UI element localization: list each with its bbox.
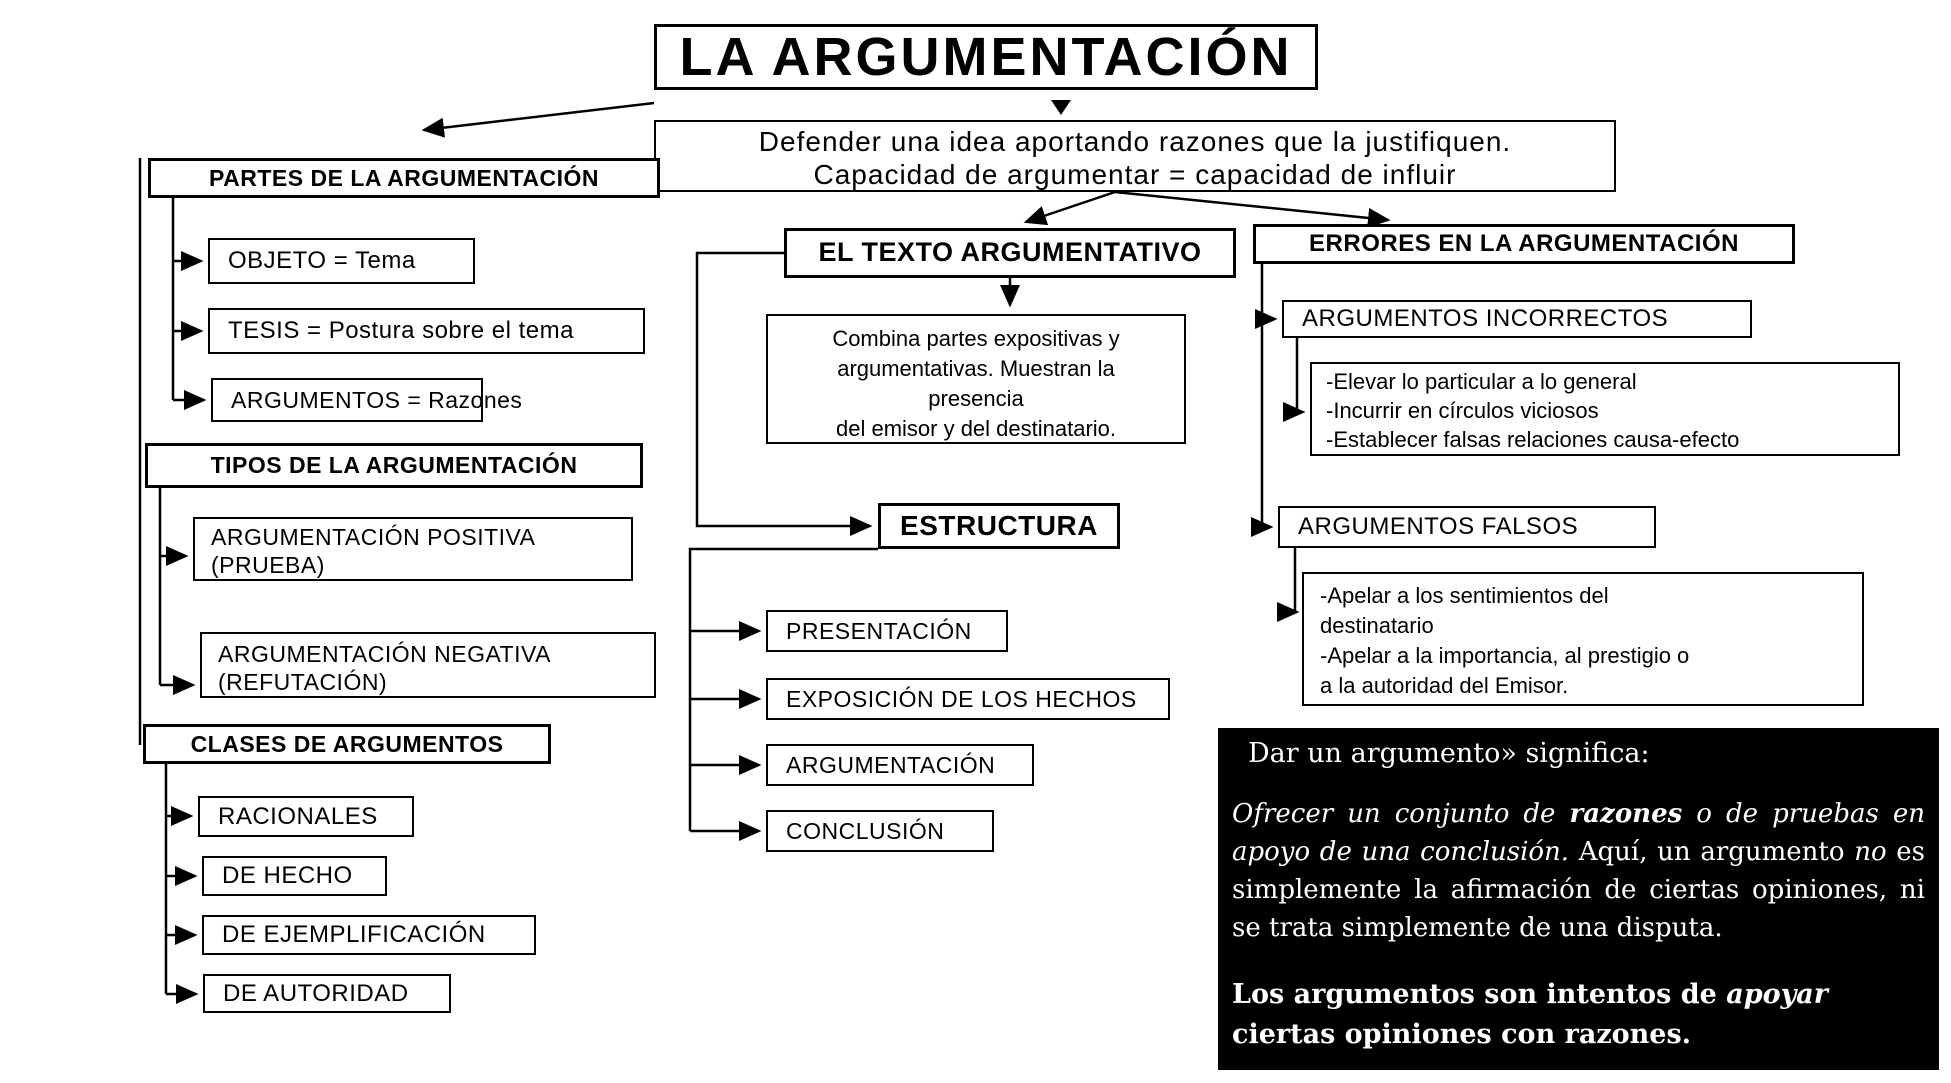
conclusion-box: CONCLUSIÓN [766, 810, 994, 852]
errores-header: ERRORES EN LA ARGUMENTACIÓN [1309, 230, 1739, 258]
racionales-box: RACIONALES [198, 796, 414, 837]
clases-branches [164, 764, 199, 1004]
tipos-header-box: TIPOS DE LA ARGUMENTACIÓN [145, 443, 643, 488]
quote-conclusion-seg-3: ciertas opiniones con razones. [1232, 1019, 1692, 1050]
argumentos-label: ARGUMENTOS = Razones [231, 386, 523, 413]
incorrectos-item-3: -Establecer falsas relaciones causa-efec… [1326, 427, 1740, 452]
texto-argumentativo-box: EL TEXTO ARGUMENTATIVO [784, 228, 1236, 278]
estructura-header: ESTRUCTURA [900, 509, 1098, 541]
argumentos-incorrectos-label: ARGUMENTOS INCORRECTOS [1302, 305, 1669, 333]
quote-body-seg-6: es simplemente la afirmación de ciertas … [1232, 837, 1926, 943]
de-autoridad-label: DE AUTORIDAD [223, 979, 409, 1007]
quote-body: Ofrecer un conjunto de razones o de prue… [1232, 795, 1925, 947]
definition-line-2: Capacidad de argumentar = capacidad de i… [813, 159, 1457, 190]
quote-conclusion-seg-1: Los argumentos son intentos de [1232, 979, 1727, 1010]
tesis-box: TESIS = Postura sobre el tema [208, 308, 645, 354]
argumentacion-negativa-box: ARGUMENTACIÓN NEGATIVA (REFUTACIÓN) [200, 632, 656, 698]
quote-body-seg-3: o de pruebas en apoyo de una conclusión. [1232, 799, 1925, 867]
quote-heading: Dar un argumento» significa: [1248, 738, 1650, 769]
quote-conclusion-seg-2: apoyar [1726, 979, 1829, 1010]
quote-body-seg-4: Aquí, un argumento [1569, 837, 1855, 867]
de-hecho-label: DE HECHO [222, 862, 353, 890]
texto-desc-line-2: argumentativas. Muestran la [837, 356, 1115, 381]
de-ejemplificacion-box: DE EJEMPLIFICACIÓN [202, 915, 536, 955]
positiva-line-1: ARGUMENTACIÓN POSITIVA [211, 524, 536, 550]
negativa-line-2: (REFUTACIÓN) [218, 669, 388, 695]
de-hecho-box: DE HECHO [202, 856, 387, 896]
argumentacion-etapa-box: ARGUMENTACIÓN [766, 744, 1034, 786]
tipos-branches [158, 488, 196, 695]
quote-body-seg-1: Ofrecer un conjunto de [1232, 799, 1570, 829]
positiva-line-2: (PRUEBA) [211, 552, 325, 578]
argumentos-box: ARGUMENTOS = Razones [211, 378, 522, 422]
partes-header-box: PARTES DE LA ARGUMENTACIÓN [148, 158, 660, 198]
argumentos-falsos-label: ARGUMENTOS FALSOS [1298, 513, 1579, 541]
racionales-label: RACIONALES [218, 802, 378, 830]
definition-line-1: Defender una idea aportando razones que … [758, 126, 1512, 157]
arrow-definition-to-errores [1114, 190, 1391, 228]
bracket-texto-to-estructura [695, 251, 873, 536]
arrow-title-to-definition [1051, 100, 1071, 115]
quote-body-seg-2: razones [1569, 799, 1683, 829]
estructura-branches [688, 547, 878, 841]
texto-description-box: Combina partes expositivas y argumentati… [766, 314, 1186, 444]
partes-header: PARTES DE LA ARGUMENTACIÓN [209, 164, 599, 191]
falsos-item-2: destinatario [1320, 613, 1434, 638]
partes-branches [171, 198, 207, 410]
falsos-item-4: a la autoridad del Emisor. [1320, 673, 1569, 698]
falsos-detail-connector [1277, 548, 1300, 622]
tipos-header: TIPOS DE LA ARGUMENTACIÓN [210, 452, 578, 479]
conclusion-label: CONCLUSIÓN [786, 817, 945, 844]
tesis-label: TESIS = Postura sobre el tema [228, 317, 574, 345]
errores-header-box: ERRORES EN LA ARGUMENTACIÓN [1253, 224, 1795, 264]
falsos-detail-box: -Apelar a los sentimientos del destinata… [1302, 572, 1864, 706]
main-title-box: LA ARGUMENTACIÓN [654, 24, 1318, 90]
quote-body-seg-5: no [1854, 837, 1887, 867]
negativa-line-1: ARGUMENTACIÓN NEGATIVA [218, 641, 552, 667]
texto-desc-line-1: Combina partes expositivas y [832, 326, 1120, 351]
clases-header-box: CLASES DE ARGUMENTOS [143, 724, 551, 764]
exposicion-label: EXPOSICIÓN DE LOS HECHOS [786, 685, 1137, 712]
main-title: LA ARGUMENTACIÓN [679, 26, 1293, 87]
objeto-box: OBJETO = Tema [208, 238, 475, 284]
incorrectos-detail-connector [1283, 338, 1306, 422]
arrow-title-to-partes [421, 101, 655, 138]
falsos-item-1: -Apelar a los sentimientos del [1320, 583, 1609, 608]
argumentacion-positiva-box: ARGUMENTACIÓN POSITIVA (PRUEBA) [193, 517, 633, 581]
arrow-definition-to-texto [1023, 190, 1116, 226]
exposicion-box: EXPOSICIÓN DE LOS HECHOS [766, 678, 1170, 720]
de-autoridad-box: DE AUTORIDAD [203, 974, 451, 1013]
incorrectos-item-2: -Incurrir en círculos viciosos [1326, 398, 1599, 423]
presentacion-box: PRESENTACIÓN [766, 610, 1008, 652]
errores-branches [1251, 264, 1278, 537]
argumentos-incorrectos-box: ARGUMENTOS INCORRECTOS [1282, 300, 1752, 338]
quote-panel: Dar un argumento» significa: Ofrecer un … [1218, 728, 1939, 1070]
texto-desc-line-3: presencia [928, 386, 1024, 411]
falsos-item-3: -Apelar a la importancia, al prestigio o [1320, 643, 1690, 668]
incorrectos-item-1: -Elevar lo particular a lo general [1326, 369, 1637, 394]
clases-header: CLASES DE ARGUMENTOS [190, 730, 504, 757]
presentacion-label: PRESENTACIÓN [786, 617, 972, 644]
texto-argumentativo-header: EL TEXTO ARGUMENTATIVO [818, 237, 1202, 268]
estructura-header-box: ESTRUCTURA [878, 503, 1120, 549]
argumentacion-etapa-label: ARGUMENTACIÓN [786, 751, 996, 778]
de-ejemplificacion-label: DE EJEMPLIFICACIÓN [222, 921, 486, 949]
incorrectos-detail-box: -Elevar lo particular a lo general -Incu… [1310, 362, 1900, 456]
argumentos-falsos-box: ARGUMENTOS FALSOS [1278, 506, 1656, 548]
quote-conclusion: Los argumentos son intentos de apoyar ci… [1232, 975, 1925, 1055]
definition-box: Defender una idea aportando razones que … [654, 120, 1616, 192]
texto-desc-line-4: del emisor y del destinatario. [835, 416, 1117, 441]
objeto-label: OBJETO = Tema [228, 247, 416, 275]
